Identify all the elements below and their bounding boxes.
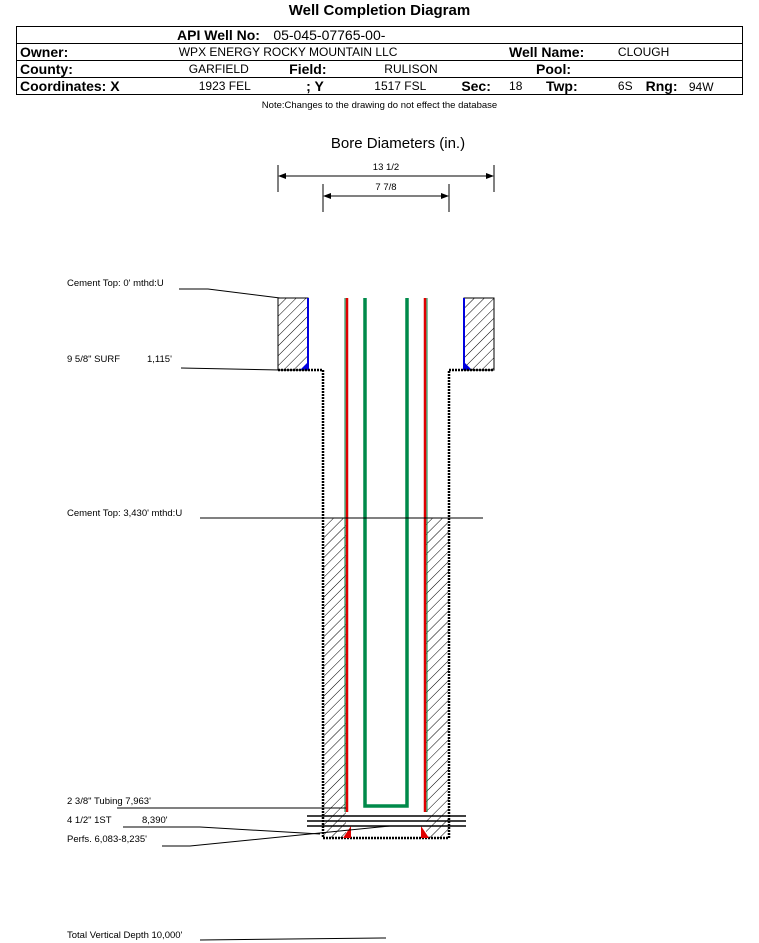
production-casing bbox=[343, 298, 429, 838]
production-cement-left bbox=[323, 518, 346, 838]
page-title: Well Completion Diagram bbox=[288, 2, 471, 19]
production-casing-label: 4 1/2" 1ST bbox=[67, 815, 112, 826]
coord-y-value: 1517 FSL bbox=[374, 79, 427, 93]
production-casing-depth: 8,390' bbox=[142, 815, 168, 826]
surface-casing-depth: 1,115' bbox=[147, 354, 172, 365]
owner-value: WPX ENERGY ROCKY MOUNTAIN LLC bbox=[178, 45, 398, 59]
county-value: GARFIELD bbox=[188, 62, 249, 76]
pool-label: Pool: bbox=[536, 61, 572, 77]
coord-x-value: 1923 FEL bbox=[198, 79, 251, 93]
outer-bore-label: 13 1/2 bbox=[373, 162, 399, 173]
sec-label: Sec: bbox=[461, 78, 491, 94]
surface-casing-label: 9 5/8" SURF bbox=[67, 354, 120, 365]
open-hole-wall bbox=[278, 368, 494, 840]
field-value: RULISON bbox=[384, 62, 438, 76]
outer-bore-dimension: 13 1/2 bbox=[277, 162, 495, 192]
note-text: Note:Changes to the drawing do not effec… bbox=[261, 100, 498, 111]
production-cement-right bbox=[426, 518, 449, 838]
coord-y-label: ; Y bbox=[306, 78, 324, 94]
twp-value: 6S bbox=[617, 79, 633, 93]
rng-label: Rng: bbox=[645, 78, 678, 94]
surface-cement-right bbox=[463, 297, 495, 371]
cement-top-surface-label: Cement Top: 0' mthd:U bbox=[67, 278, 164, 289]
api-label: API Well No: bbox=[177, 27, 260, 43]
county-label: County: bbox=[20, 61, 73, 77]
perforations-label: Perfs. 6,083-8,235' bbox=[67, 834, 147, 845]
cement-top-production-label: Cement Top: 3,430' mthd:U bbox=[67, 508, 182, 519]
sec-value: 18 bbox=[509, 79, 523, 93]
inner-bore-dimension: 7 7/8 bbox=[322, 182, 450, 212]
owner-label: Owner: bbox=[20, 44, 69, 60]
well-name-label: Well Name: bbox=[509, 44, 585, 60]
twp-label: Twp: bbox=[545, 78, 578, 94]
field-label: Field: bbox=[289, 61, 327, 77]
api-value: 05-045-07765-00- bbox=[273, 27, 386, 43]
rng-value: 94W bbox=[688, 80, 714, 94]
inner-bore-label: 7 7/8 bbox=[375, 182, 396, 193]
total-depth-label: Total Vertical Depth 10,000' bbox=[67, 930, 183, 941]
well-name-value: CLOUGH bbox=[617, 45, 670, 59]
coord-x-label: Coordinates: X bbox=[20, 78, 120, 94]
well-header-table: API Well No: 05-045-07765-00- Owner: WPX… bbox=[16, 26, 743, 95]
surface-cement-left bbox=[277, 297, 309, 371]
bore-diameters-title: Bore Diameters (in.) bbox=[331, 135, 465, 152]
tubing-label: 2 3/8" Tubing 7,963' bbox=[67, 796, 151, 807]
tubing bbox=[363, 298, 409, 808]
